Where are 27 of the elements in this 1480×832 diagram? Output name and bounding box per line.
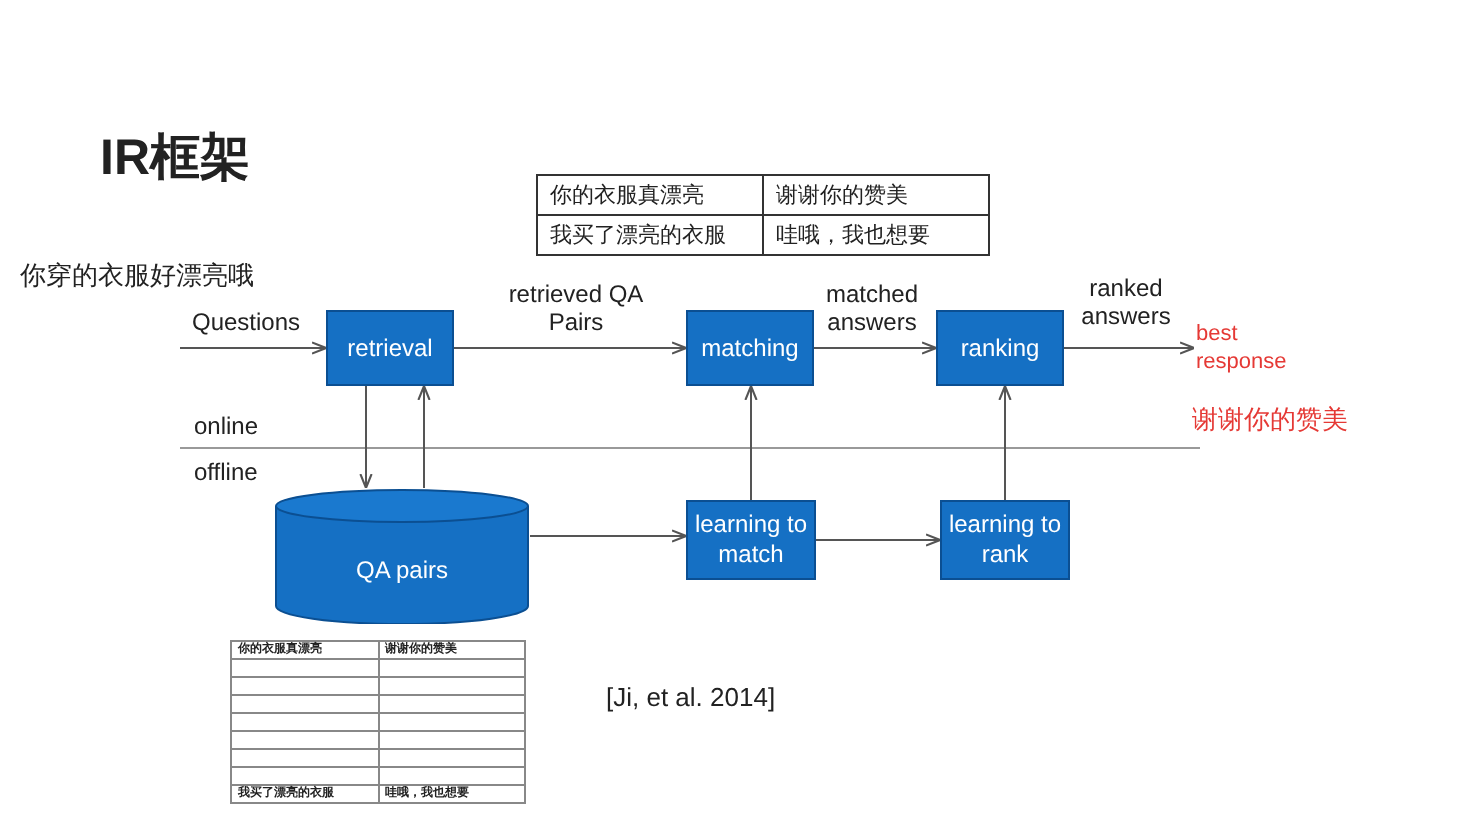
database-cylinder: QA pairs	[274, 488, 530, 624]
process-box: matching	[686, 310, 814, 386]
table-cell: 谢谢你的赞美	[763, 175, 989, 215]
caption-text: 你穿的衣服好漂亮哦	[20, 258, 254, 294]
zone-label: offline	[194, 458, 258, 486]
arrow	[359, 385, 373, 490]
table-cell: 你的衣服真漂亮	[537, 175, 763, 215]
table-cell: 我买了漂亮的衣服	[537, 215, 763, 255]
arrow	[813, 341, 938, 355]
arrow	[453, 341, 688, 355]
arrow	[744, 384, 758, 501]
slide-title: IR框架	[100, 128, 250, 190]
arrow	[179, 341, 328, 355]
process-box: ranking	[936, 310, 1064, 386]
arrow	[1063, 341, 1196, 355]
arrow	[815, 533, 942, 547]
result-text: best response	[1196, 318, 1308, 378]
zone-label: online	[194, 412, 259, 440]
arrow	[998, 384, 1012, 501]
process-box: learning to rank	[940, 500, 1070, 580]
arrow	[417, 384, 431, 489]
arrow	[529, 529, 688, 543]
process-box: retrieval	[326, 310, 454, 386]
result-text: 谢谢你的赞美	[1192, 402, 1348, 438]
table-cell: 哇哦，我也想要	[763, 215, 989, 255]
process-box: learning to match	[686, 500, 816, 580]
citation-text: [Ji, et al. 2014]	[606, 682, 776, 712]
